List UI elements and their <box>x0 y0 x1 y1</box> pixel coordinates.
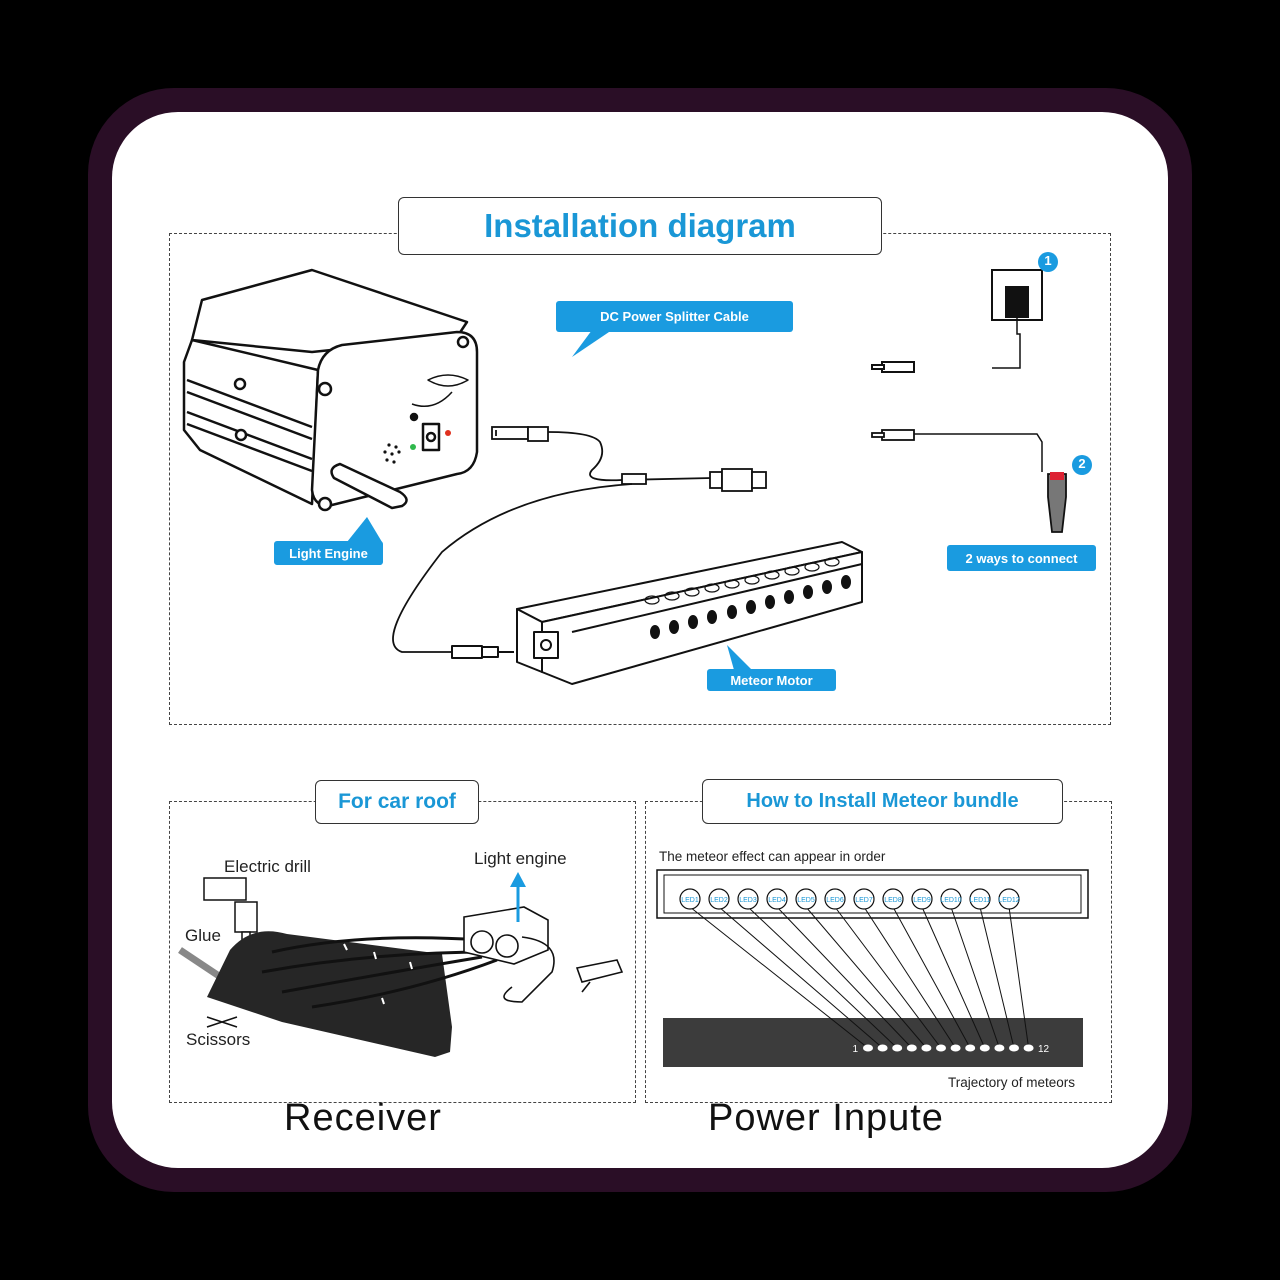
car-roof-drawing <box>178 872 624 1057</box>
step-2-badge <box>1072 455 1092 475</box>
led-circle <box>969 888 991 910</box>
led-connection-line <box>718 906 883 1049</box>
step-2-number: 2 <box>1078 456 1086 471</box>
trajectory-dot <box>863 1044 873 1052</box>
power-input-cutoff-text: Power Inpute <box>708 1097 944 1139</box>
trajectory-dot <box>1009 1044 1019 1052</box>
meteor-motor-label: Meteor Motor <box>707 669 836 691</box>
car-plug-illustration <box>871 429 1067 533</box>
car-light-engine-illustration <box>463 906 624 1003</box>
receiver-cutoff-text: Receiver <box>284 1097 442 1139</box>
meteor-motor-illustration <box>451 541 863 685</box>
trajectory-dot <box>994 1044 1005 1052</box>
led-circle <box>911 888 933 910</box>
two-ways-label: 2 ways to connect <box>947 545 1096 571</box>
led-label: LED1 <box>681 897 699 904</box>
trajectory-start-label: 1 <box>852 1044 858 1055</box>
led-label: LED10 <box>940 897 962 904</box>
led-connection-line <box>834 906 942 1049</box>
led-label: LED7 <box>855 897 873 904</box>
trajectory-label: Trajectory of meteors <box>948 1075 1076 1090</box>
trajectory-dot <box>979 1044 990 1052</box>
led-connection-line <box>950 906 1000 1049</box>
meteor-bundle-drawing: LED1 LED2 LED3 LED4 LED5 LED6 LED7 LED8 LED9 LED1… <box>656 869 1089 1067</box>
trajectory-dot <box>1023 1044 1034 1052</box>
light-engine-illustration <box>182 268 479 512</box>
led-label: LED6 <box>826 897 844 904</box>
led-circle <box>766 888 788 910</box>
led-circle <box>824 888 846 910</box>
led-circle <box>708 888 730 910</box>
led-connection-line <box>747 906 898 1049</box>
trajectory-end-label: 12 <box>1038 1044 1050 1055</box>
step-1-number: 1 <box>1044 253 1052 268</box>
led-connection-line <box>689 906 869 1049</box>
led-connection-line <box>863 906 957 1049</box>
electric-drill-label: Electric drill <box>224 857 311 876</box>
led-circle <box>795 888 817 910</box>
meteor-caption: The meteor effect can appear in order <box>659 849 886 864</box>
light-engine-label: Light Engine <box>274 541 383 565</box>
led-label: LED12 <box>998 897 1020 904</box>
led-connection-line <box>805 906 927 1049</box>
led-label: LED5 <box>797 897 815 904</box>
trajectory-dot <box>906 1044 917 1052</box>
led-label: LED11 <box>970 897 991 904</box>
led-label: LED4 <box>768 897 786 904</box>
light-engine-text: Light engine <box>474 849 567 868</box>
step-1-badge <box>1038 252 1058 272</box>
installation-title: Installation diagram <box>398 197 882 255</box>
trajectory-dot <box>921 1044 932 1052</box>
led-label: LED2 <box>710 897 728 904</box>
meteor-bundle-title: How to Install Meteor bundle <box>702 779 1063 824</box>
led-connection-line <box>1008 906 1030 1049</box>
trajectory-dot <box>965 1044 976 1052</box>
diagram-card: Installation diagram <box>112 112 1168 1168</box>
led-connection-line <box>921 906 986 1049</box>
car-roof-panel <box>207 931 452 1057</box>
trajectory-dot <box>877 1044 888 1052</box>
led-label: LED8 <box>884 897 902 904</box>
trajectory-dot <box>936 1044 946 1052</box>
led-circle <box>998 888 1020 910</box>
led-circle <box>737 888 759 910</box>
glue-label: Glue <box>185 926 221 945</box>
trajectory-dot <box>892 1044 903 1052</box>
led-connection-line <box>979 906 1015 1049</box>
wall-adapter-illustration <box>871 269 1043 373</box>
led-connection-line <box>892 906 971 1049</box>
splitter-cable-label: DC Power Splitter Cable <box>556 301 793 332</box>
led-circle <box>882 888 904 910</box>
splitter-cable-illustration <box>392 426 767 653</box>
led-circle <box>940 888 962 910</box>
trajectory-dot <box>950 1044 961 1052</box>
car-roof-title: For car roof <box>315 780 479 824</box>
led-circle <box>679 888 701 910</box>
led-connection-line <box>776 906 913 1049</box>
scissors-label: Scissors <box>186 1030 251 1049</box>
installation-drawing <box>182 252 1092 685</box>
led-label: LED9 <box>913 897 931 904</box>
led-label: LED3 <box>739 897 757 904</box>
led-circle <box>853 888 875 910</box>
